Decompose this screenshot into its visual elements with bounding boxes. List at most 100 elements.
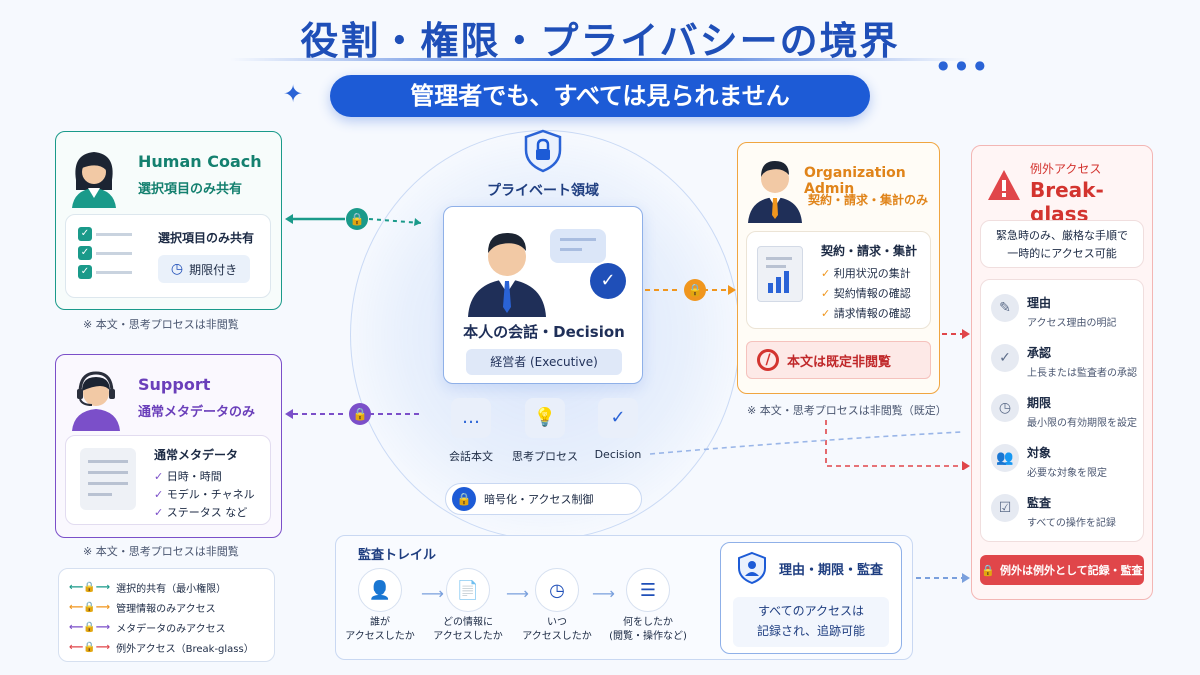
- legend-item: ⟵🔒⟶例外アクセス（Break-glass）: [69, 641, 254, 655]
- human-coach-card: Human Coach 選択項目のみ共有 ✓ ✓ ✓ 選択項目のみ共有 ◷ 期限…: [55, 131, 282, 310]
- audit-summary-title: 理由・期限・監査: [779, 563, 884, 578]
- conversation-icon: …: [451, 398, 491, 438]
- coach-lock-icon: 🔒: [346, 208, 368, 230]
- padlock-icon: 🔒: [452, 487, 476, 511]
- admin-inner-title: 契約・請求・集計: [821, 244, 918, 258]
- legend-item: ⟵🔒⟶管理情報のみアクセス: [69, 601, 216, 615]
- page-title: 役割・権限・プライバシーの境界: [300, 19, 900, 63]
- report-chart-icon: [757, 246, 803, 302]
- break-glass-panel: 例外アクセス Break-glass 緊急時のみ、厳格な手順で一時的にアクセス可…: [971, 145, 1153, 600]
- executive-card: ✓ 本人の会話・Decision 経営者 (Executive): [443, 206, 643, 384]
- legend-arrow-icon: ⟵🔒⟶: [69, 621, 111, 633]
- legend-item: ⟵🔒⟶メタデータのみアクセス: [69, 621, 226, 635]
- private-item-thinking: 💡 思考プロセス: [505, 398, 585, 464]
- private-item-conversation: … 会話本文: [445, 398, 497, 464]
- support-item: ✓ ステータス など: [154, 506, 248, 519]
- expiry-badge: ◷ 期限付き: [158, 255, 250, 283]
- coach-inner-card: ✓ ✓ ✓ 選択項目のみ共有 ◷ 期限付き: [65, 214, 271, 298]
- support-inner-card: 通常メタデータ ✓ 日時・時間 ✓ モデル・チャネル ✓ ステータス など: [65, 435, 271, 525]
- step-target: 👥 対象必要な対象を限定: [991, 444, 1107, 479]
- encryption-label: 暗号化・アクセス制御: [484, 493, 594, 506]
- support-inner-title: 通常メタデータ: [154, 448, 239, 462]
- coach-avatar: [66, 146, 122, 208]
- approval-icon: ✓: [991, 344, 1019, 372]
- checklist-icon: ✓ ✓ ✓: [78, 227, 138, 279]
- subtitle-banner: 管理者でも、すべては見られません: [330, 75, 870, 117]
- legend-arrow-icon: ⟵🔒⟶: [69, 581, 111, 593]
- executive-title: 本人の会話・Decision: [463, 323, 625, 341]
- audit-summary-text: すべてのアクセスは 記録され、追跡可能: [733, 597, 889, 647]
- prohibited-icon: /: [757, 349, 779, 371]
- support-scope: 通常メタデータのみ: [138, 405, 256, 420]
- admin-warning-box: / 本文は既定非閲覧: [746, 341, 931, 379]
- admin-access-arrow: [643, 278, 738, 302]
- admin-note: ※ 本文・思考プロセスは非閲覧（既定）: [747, 404, 947, 417]
- support-item: ✓ モデル・チャネル: [154, 488, 255, 501]
- admin-role: Organization Admin: [804, 165, 906, 197]
- private-zone-label: プライベート領域: [487, 183, 599, 199]
- admin-item-list: ✓ 利用状況の集計 ✓ 契約情報の確認 ✓ 請求情報の確認: [821, 264, 911, 324]
- title-underline: [230, 58, 970, 61]
- document-icon: 📄: [446, 568, 490, 612]
- padlock-icon: 🔒: [981, 563, 996, 577]
- admin-item: ✓ 利用状況の集計: [821, 267, 911, 280]
- support-item-list: ✓ 日時・時間 ✓ モデル・チャネル ✓ ステータス など: [154, 468, 255, 522]
- admin-warning-label: 本文は既定非閲覧: [787, 354, 892, 370]
- private-item-decision: ✓ Decision: [592, 398, 644, 461]
- legend-item: ⟵🔒⟶選択的共有（最小権限）: [69, 581, 227, 595]
- break-glass-connector: [640, 320, 975, 471]
- expiry-badge-label: 期限付き: [189, 262, 238, 277]
- users-icon: 👥: [991, 444, 1019, 472]
- support-avatar: [66, 367, 126, 431]
- edit-icon: ✎: [991, 294, 1019, 322]
- chat-bubble-icon: [550, 229, 606, 263]
- admin-lock-icon: 🔒: [684, 279, 706, 301]
- admin-item: ✓ 契約情報の確認: [821, 287, 911, 300]
- coach-access-arrow: [283, 208, 428, 232]
- audit-summary-card: 理由・期限・監査 すべてのアクセスは 記録され、追跡可能: [720, 542, 902, 654]
- audit-trail-label: 監査トレイル: [358, 548, 437, 563]
- user-search-icon: 👤: [358, 568, 402, 612]
- coach-note: ※ 本文・思考プロセスは非閲覧: [83, 318, 239, 331]
- step-audit: ☑ 監査すべての操作を記録: [991, 494, 1116, 529]
- admin-inner-card: 契約・請求・集計 ✓ 利用状況の集計 ✓ 契約情報の確認 ✓ 請求情報の確認: [746, 231, 931, 329]
- audit-arrow: ⟶: [421, 584, 444, 603]
- executive-avatar: [462, 217, 552, 317]
- coach-role: Human Coach: [138, 152, 262, 171]
- support-item: ✓ 日時・時間: [154, 470, 222, 483]
- audit-arrow: ⟶: [506, 584, 529, 603]
- support-card: Support 通常メタデータのみ 通常メタデータ ✓ 日時・時間 ✓ モデル・…: [55, 354, 282, 538]
- break-glass-footer: 🔒 例外は例外として記録・監査: [980, 555, 1144, 585]
- admin-scope: 契約・請求・集計のみ: [808, 193, 929, 207]
- audit-step-who: 👤 誰が アクセスしたか: [338, 568, 422, 644]
- audit-arrow: ⟶: [592, 584, 615, 603]
- step-expiry: ◷ 期限最小限の有効期限を設定: [991, 394, 1137, 429]
- admin-avatar: [744, 151, 806, 223]
- checklist-icon: ☰: [626, 568, 670, 612]
- decision-icon: ✓: [598, 398, 638, 438]
- coach-inner-title: 選択項目のみ共有: [158, 231, 255, 245]
- step-approval: ✓ 承認上長または監査者の承認: [991, 344, 1137, 379]
- support-lock-icon: 🔒: [349, 403, 371, 425]
- audit-step-when: ◷ いつ アクセスしたか: [515, 568, 599, 644]
- shield-lock-icon: [520, 128, 566, 174]
- clock-icon: ◷: [991, 394, 1019, 422]
- legend-box: ⟵🔒⟶選択的共有（最小権限） ⟵🔒⟶管理情報のみアクセス ⟵🔒⟶メタデータのみア…: [58, 568, 275, 662]
- executive-role-badge: 経営者 (Executive): [466, 349, 622, 375]
- warning-triangle-icon: [986, 168, 1022, 202]
- decision-check-icon: ✓: [590, 263, 626, 299]
- lightbulb-icon: 💡: [525, 398, 565, 438]
- support-note: ※ 本文・思考プロセスは非閲覧: [83, 545, 239, 558]
- document-list-icon: [80, 448, 136, 510]
- audit-to-break-glass-arrow: [914, 570, 972, 586]
- shield-user-icon: [735, 551, 769, 585]
- step-reason: ✎ 理由アクセス理由の明記: [991, 294, 1117, 329]
- admin-item: ✓ 請求情報の確認: [821, 307, 911, 320]
- break-glass-label: 例外アクセス: [1030, 162, 1102, 176]
- title-dots: ● ● ●: [938, 58, 988, 72]
- sparkle-icon: ✦: [283, 80, 304, 108]
- break-glass-steps: ✎ 理由アクセス理由の明記 ✓ 承認上長または監査者の承認 ◷ 期限最小限の有効…: [980, 279, 1144, 542]
- break-glass-description: 緊急時のみ、厳格な手順で一時的にアクセス可能: [980, 220, 1144, 268]
- legend-arrow-icon: ⟵🔒⟶: [69, 601, 111, 613]
- checkbox-icon: ☑: [991, 494, 1019, 522]
